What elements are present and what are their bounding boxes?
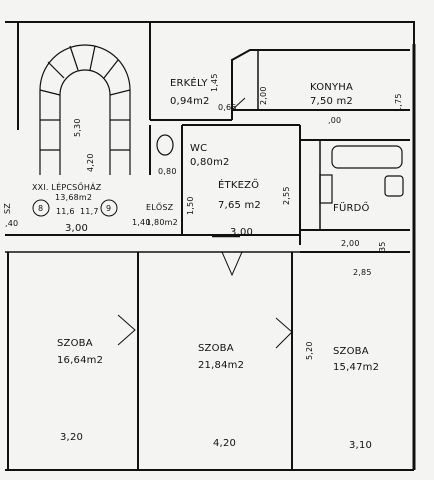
dim-530: 5,30 [73, 118, 82, 137]
room-name-szoba1: SZOBA [57, 338, 93, 349]
dim-140: 1,40 [132, 218, 151, 227]
dim-175: 1,75 [394, 93, 403, 112]
dim-320: 3,20 [60, 432, 84, 443]
dim-sz: SZ [3, 203, 12, 214]
dim-520: 5,20 [305, 341, 314, 360]
marker-8 [32, 199, 50, 217]
dim-255: 2,55 [282, 186, 291, 205]
washbasin [384, 175, 404, 197]
room-name-etkezo: ÉTKEZŐ [218, 180, 260, 191]
room-area-wc: 0,80m2 [190, 157, 230, 168]
dim-35: 35 [378, 241, 387, 252]
dim-200a: 2,00 [259, 86, 268, 105]
dim-420s: 4,20 [86, 153, 95, 172]
marker-8-label: 8 [38, 204, 44, 213]
door-szoba2 [221, 251, 243, 277]
dim-300a: 3,00 [65, 223, 89, 234]
room-name-konyha: KONYHA [310, 82, 354, 93]
dim-150: 1,50 [186, 196, 195, 215]
room-name-szoba2: SZOBA [198, 343, 234, 354]
bathtub [331, 145, 403, 169]
door-szoba1 [117, 314, 136, 346]
dim-100: ,00 [328, 116, 342, 125]
door-szoba3 [275, 317, 293, 349]
door-konyha [231, 97, 246, 111]
room-area-szoba1: 16,64m2 [57, 355, 104, 366]
outer-wall-top [5, 21, 415, 44]
dim-420: 4,20 [213, 438, 237, 449]
room-area-etkezo: 7,65 m2 [218, 200, 261, 211]
marker-9 [100, 199, 118, 217]
furdo-shelf [319, 174, 333, 204]
room-name-elosz: ELŐSZ [146, 203, 174, 212]
room-area-lepcsohaz: 13,68m2 [55, 193, 93, 202]
marker-9-label: 9 [106, 204, 112, 213]
dim-116: 11,6 [56, 207, 75, 216]
dim-080: 0,80 [158, 167, 177, 176]
dim-285: 2,85 [353, 268, 372, 277]
room-area-elosz: 1,80m2 [146, 218, 178, 227]
konyha-top-wall [231, 49, 410, 120]
dim-200b: 2,00 [341, 239, 360, 248]
room-area-erkely: 0,94m2 [170, 96, 210, 107]
room-name-szoba3: SZOBA [333, 346, 369, 357]
toilet [156, 134, 174, 156]
room-area-szoba3: 15,47m2 [333, 362, 380, 373]
dim-145: 1,45 [210, 73, 219, 92]
room-name-lepcsohaz: XXI. LÉPCSŐHÁZ [32, 183, 102, 192]
spiral-staircase [39, 44, 131, 175]
room-name-furdo: FÜRDŐ [333, 203, 370, 214]
room-name-erkely: ERKÉLY [170, 78, 208, 89]
room-area-szoba2: 21,84m2 [198, 360, 245, 371]
dim-117: 11,7 [80, 207, 99, 216]
dim-310: 3,10 [349, 440, 373, 451]
dim-300b: 3,00 [230, 227, 254, 238]
dim-040: ,40 [5, 219, 19, 228]
room-area-konyha: 7,50 m2 [310, 96, 353, 107]
room-name-wc: WC [190, 143, 208, 154]
dim-065: 0,65 [218, 103, 237, 112]
